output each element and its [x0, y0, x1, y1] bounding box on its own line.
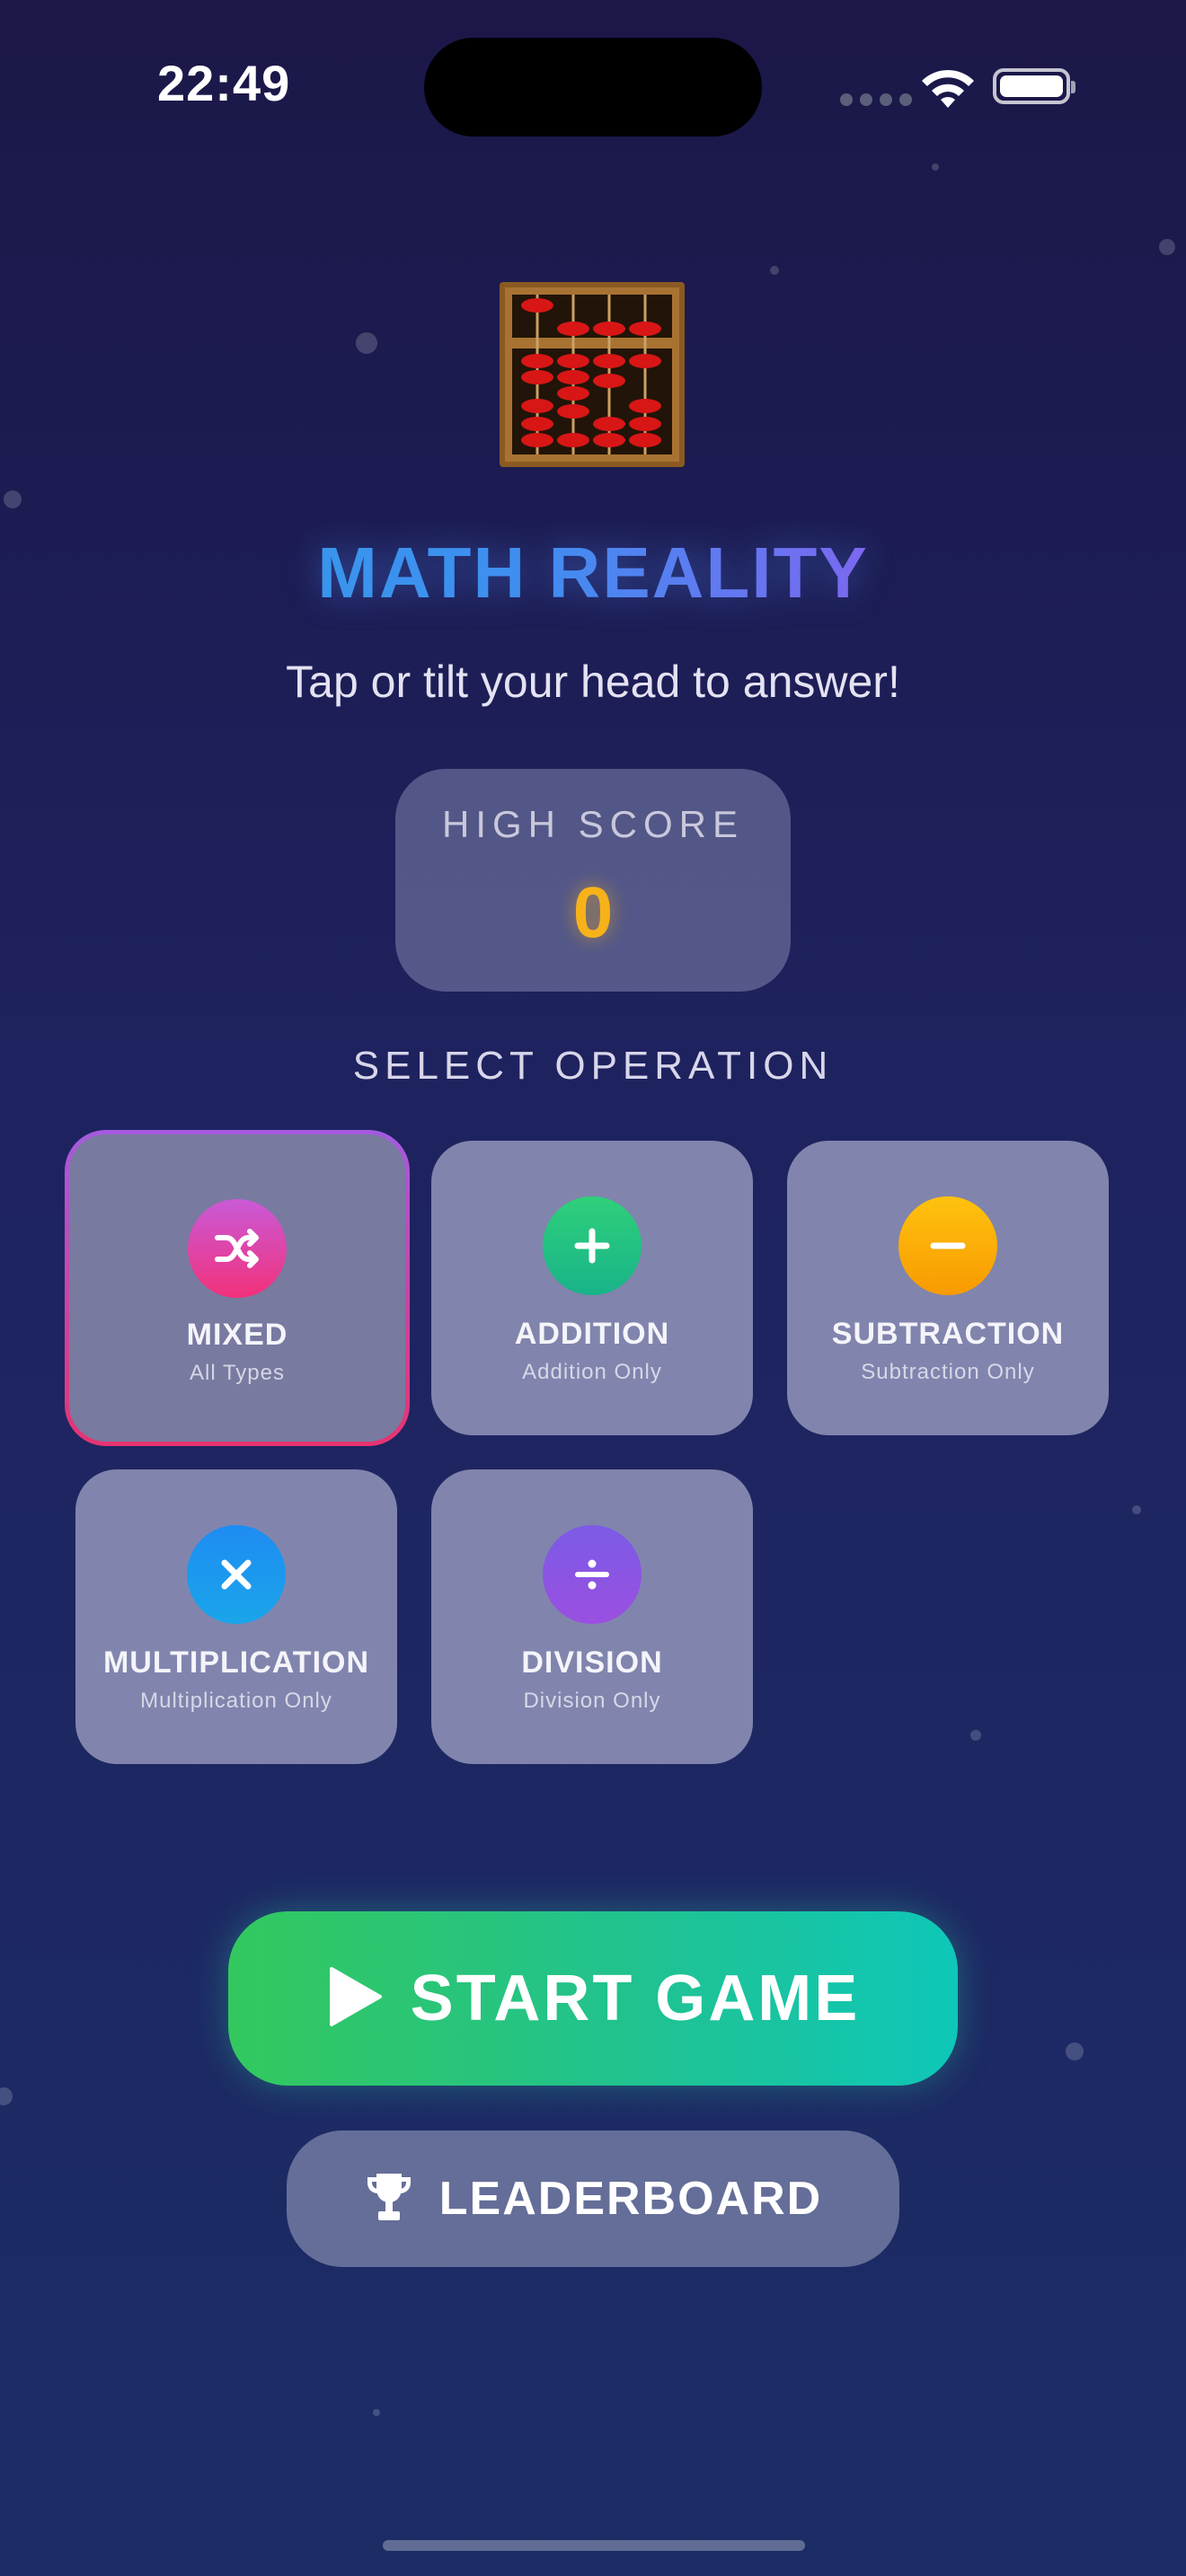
select-operation-label: SELECT OPERATION — [352, 1044, 834, 1088]
home-indicator[interactable] — [383, 2540, 805, 2551]
minus-icon — [898, 1196, 997, 1295]
plus-icon — [543, 1196, 642, 1295]
play-icon — [326, 1965, 384, 2033]
operation-name: SUBTRACTION — [831, 1317, 1065, 1351]
leaderboard-button[interactable]: LEADERBOARD — [287, 2130, 899, 2267]
cellular-signal-icon — [840, 93, 912, 106]
abacus-icon — [500, 282, 685, 467]
high-score-label: HIGH SCORE — [441, 803, 745, 845]
wifi-icon — [916, 63, 979, 113]
divide-icon — [543, 1525, 642, 1624]
operation-card-addition[interactable]: ADDITION Addition Only — [431, 1141, 753, 1435]
shuffle-icon — [188, 1199, 287, 1298]
operation-card-multiplication[interactable]: MULTIPLICATION Multiplication Only — [75, 1469, 397, 1764]
operation-desc: Multiplication Only — [140, 1689, 332, 1713]
operation-card-subtraction[interactable]: SUBTRACTION Subtraction Only — [787, 1141, 1109, 1435]
battery-icon — [993, 68, 1075, 104]
app-title: MATH REALITY — [0, 532, 1186, 614]
trophy-icon — [364, 2170, 414, 2228]
high-score-value: 0 — [572, 872, 614, 952]
multiply-icon — [187, 1525, 286, 1624]
operation-name: MIXED — [186, 1318, 288, 1352]
operation-desc: Addition Only — [522, 1360, 662, 1384]
app-subtitle: Tap or tilt your head to answer! — [286, 657, 900, 707]
operation-desc: All Types — [190, 1361, 285, 1385]
start-game-label: START GAME — [410, 1963, 861, 2034]
dynamic-island — [424, 38, 762, 137]
high-score-card: HIGH SCORE 0 — [395, 769, 791, 992]
status-time: 22:49 — [157, 55, 291, 111]
operation-name: ADDITION — [514, 1317, 670, 1351]
operation-card-division[interactable]: DIVISION Division Only — [431, 1469, 753, 1764]
operation-name: DIVISION — [521, 1645, 663, 1680]
operation-desc: Division Only — [523, 1689, 661, 1713]
leaderboard-label: LEADERBOARD — [438, 2173, 823, 2225]
start-game-button[interactable]: START GAME — [228, 1911, 958, 2086]
operation-name: MULTIPLICATION — [102, 1645, 370, 1680]
operation-card-mixed[interactable]: MIXED All Types — [65, 1130, 410, 1446]
operation-desc: Subtraction Only — [861, 1360, 1035, 1384]
